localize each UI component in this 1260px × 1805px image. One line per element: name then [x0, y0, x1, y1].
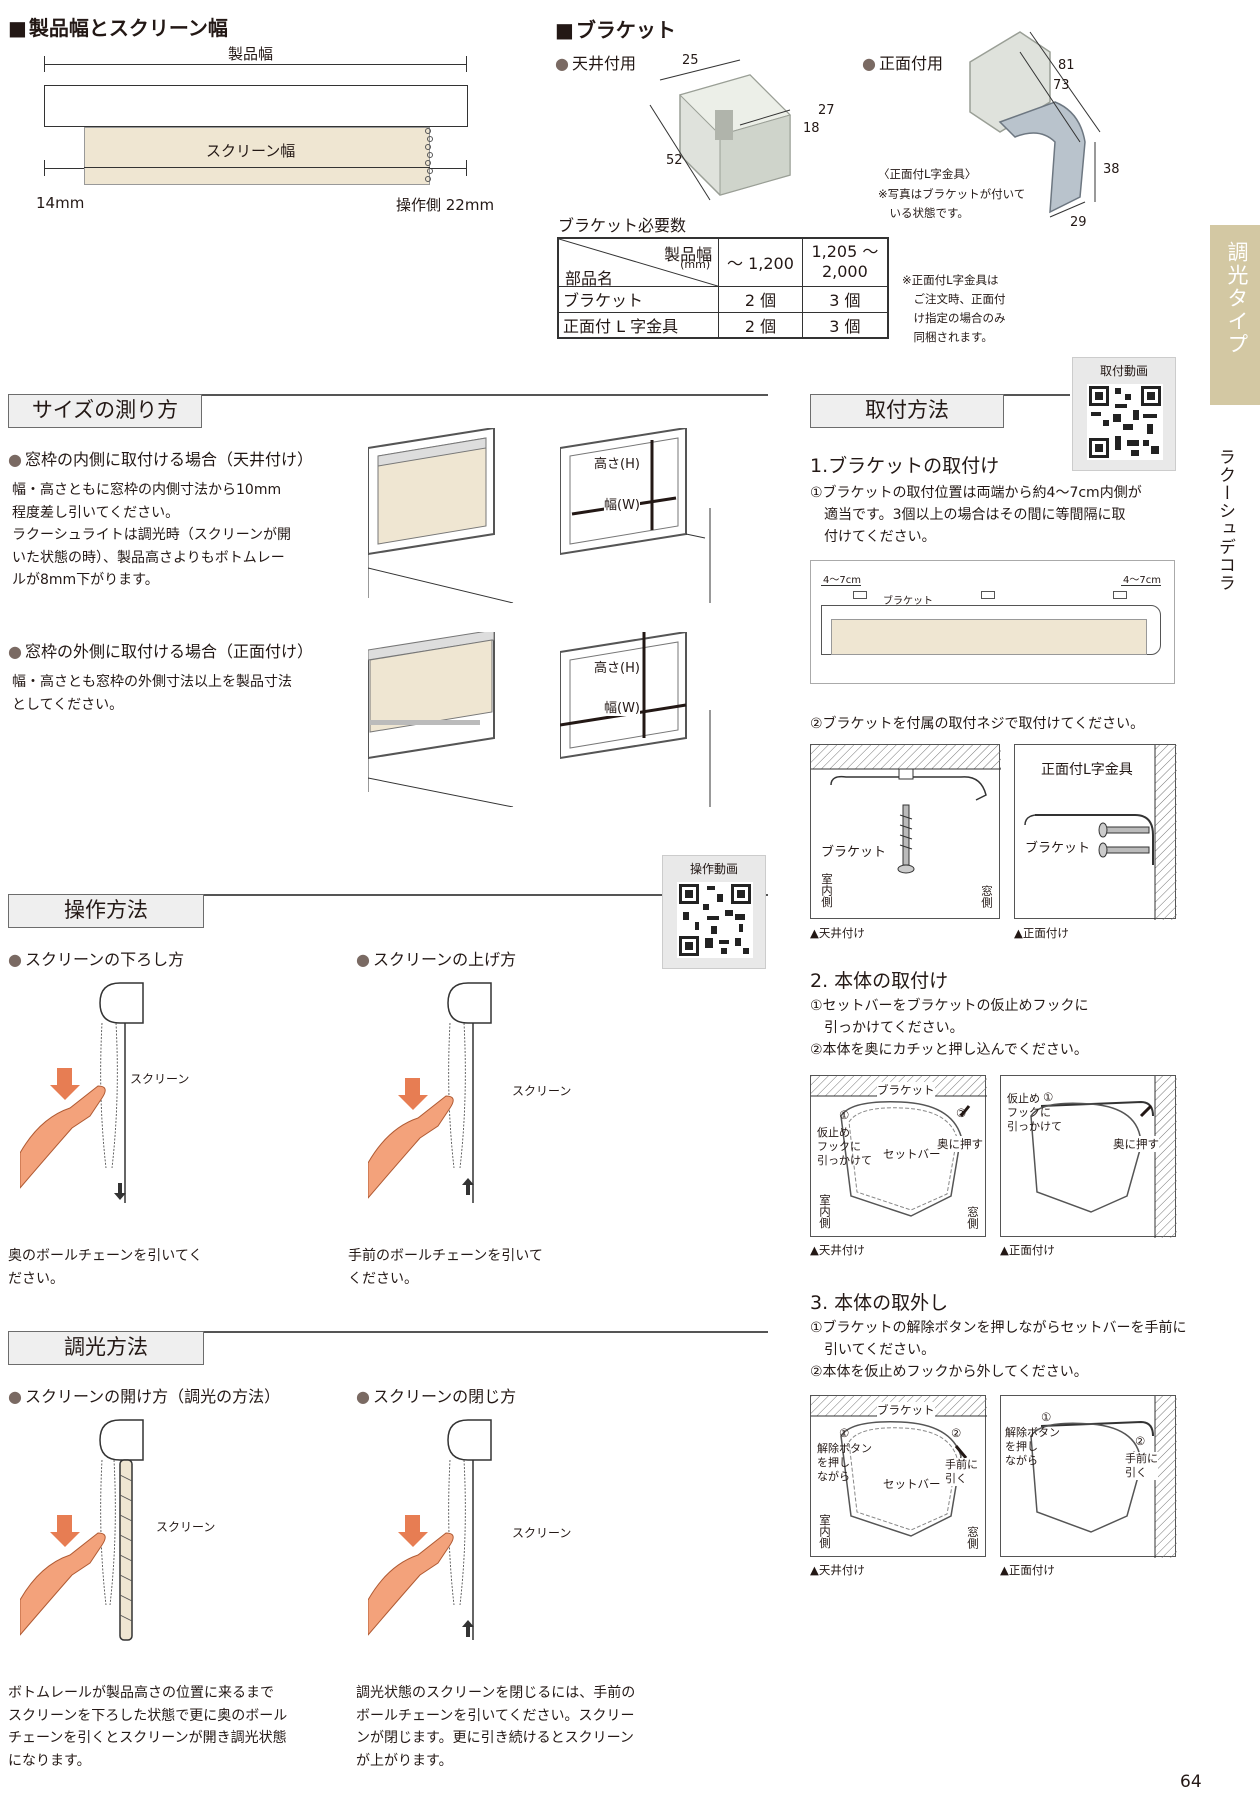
outside-measure-figure — [560, 632, 711, 807]
attach-front-figure: 仮止め フックに 引っかけて ① 奥に押す — [1000, 1075, 1177, 1238]
qr-code-icon — [677, 882, 753, 958]
ceiling-bracket-label: 天井付用 — [555, 50, 636, 74]
open-louver-figure — [20, 1419, 144, 1641]
step2-title: 2. 本体の取付け — [810, 970, 949, 992]
step2-text: ①セットバーをブラケットの仮止めフックに 引っかけてください。 ②本体を奥にカチ… — [810, 998, 1089, 1058]
ceiling-mount-screw-figure: ブラケット 室内側 窓側 — [810, 744, 1001, 919]
open-text: ボトムレールが製品高さの位置に来るまで スクリーンを下ろした状態で更に奥のボール… — [8, 1685, 288, 1769]
headrail — [44, 85, 468, 127]
outside-mount-figure — [368, 632, 514, 807]
page-number: 64 — [1180, 1772, 1202, 1792]
operation-header: 操作方法 — [8, 894, 204, 928]
product-width-label: 製品幅 — [228, 45, 274, 63]
step3-text: ①ブラケットの解除ボタンを押しながらセットバーを手前に 引いてください。 ②本体… — [810, 1320, 1187, 1380]
outside-mount-title: 窓枠の外側に取付ける場合（正面付け） — [8, 638, 313, 662]
remove-front-figure: 解除ボタン を押し ながら ① ② 手前に 引く — [1000, 1395, 1177, 1558]
width-section-title: 製品幅とスクリーン幅 — [8, 12, 228, 41]
close-screen-figure — [368, 1419, 492, 1640]
inside-mount-title: 窓枠の内側に取付ける場合（天井付け） — [8, 446, 313, 470]
screen-panel — [84, 127, 430, 185]
install-header: 取付方法 — [810, 394, 1004, 428]
lower-text: 奥のボールチェーンを引いてく ださい。 — [8, 1248, 203, 1287]
measure-header: サイズの測り方 — [8, 394, 202, 428]
bracket-count-table: 製品幅 (mm) 部品名 ～ 1,200 1,205 ～2,000 ブラケット … — [557, 237, 889, 339]
category-label: 調光タイプ — [1225, 241, 1249, 356]
product-name: ラクーシュデコラ — [1215, 448, 1235, 592]
operation-video-qr[interactable]: 操作動画 — [662, 855, 766, 969]
install-video-qr[interactable]: 取付動画 — [1072, 357, 1176, 471]
table-row: 正面付 L 字金具 2 個 3 個 — [557, 311, 889, 339]
inside-mount-text: 幅・高さともに窓枠の内側寸法から10mm 程度差し引いてください。 ラクーシュラ… — [12, 482, 292, 588]
close-text: 調光状態のスクリーンを閉じるには、手前の ボールチェーンを引いてください。スクリ… — [356, 1685, 636, 1769]
screen-width-label: スクリーン幅 — [206, 142, 296, 160]
bracket-position-figure: 4～7cm 4～7cm ブラケット — [810, 560, 1175, 684]
inside-mount-figure — [368, 428, 514, 603]
right-gap-label: 操作側 22mm — [396, 196, 495, 214]
lower-screen-figure — [20, 982, 144, 1203]
lower-title: スクリーンの下ろし方 — [8, 946, 184, 970]
step1-title: 1.ブラケットの取付け — [810, 455, 1000, 477]
open-title: スクリーンの開け方（調光の方法） — [8, 1383, 280, 1407]
step1-text: ①ブラケットの取付位置は両端から約4～7cm内側が 適当です。3個以上の場合はそ… — [810, 485, 1142, 545]
close-title: スクリーンの閉じ方 — [356, 1383, 516, 1407]
bracket-section-title: ブラケット — [555, 14, 676, 43]
qr-code-icon — [1087, 384, 1163, 460]
inside-measure-figure — [560, 428, 711, 603]
table-row: ブラケット 2 個 3 個 — [557, 285, 889, 313]
remove-ceiling-figure: ブラケット ① ② 解除ボタン を押し ながら セットバー 手前に 引く 室内側… — [810, 1395, 987, 1557]
raise-screen-figure — [368, 982, 492, 1203]
front-bracket-label: 正面付用 — [862, 50, 943, 74]
bracket-table-title: ブラケット必要数 — [558, 216, 687, 235]
front-mount-screw-figure: 正面付L字金具 ブラケット — [1014, 744, 1177, 920]
step3-title: 3. 本体の取外し — [810, 1292, 949, 1314]
outside-mount-text: 幅・高さとも窓枠の外側寸法以上を製品寸法 としてください。 — [12, 674, 292, 713]
front-bracket-photo — [969, 31, 1101, 218]
raise-text: 手前のボールチェーンを引いて ください。 — [348, 1248, 543, 1287]
raise-title: スクリーンの上げ方 — [356, 946, 516, 970]
step1-text2: ②ブラケットを付属の取付ネジで取付けてください。 — [810, 716, 1145, 732]
attach-ceiling-figure: ブラケット ① ② 仮止め フックに 引っかけて セットバー 奥に押す 室内側 … — [810, 1075, 987, 1237]
ceiling-bracket-photo — [649, 59, 791, 201]
ball-chain-icon — [425, 128, 433, 182]
light-header: 調光方法 — [8, 1331, 204, 1365]
left-gap-label: 14mm — [36, 194, 85, 212]
category-tab: 調光タイプ — [1210, 225, 1260, 405]
product-width-dimension — [44, 64, 466, 65]
